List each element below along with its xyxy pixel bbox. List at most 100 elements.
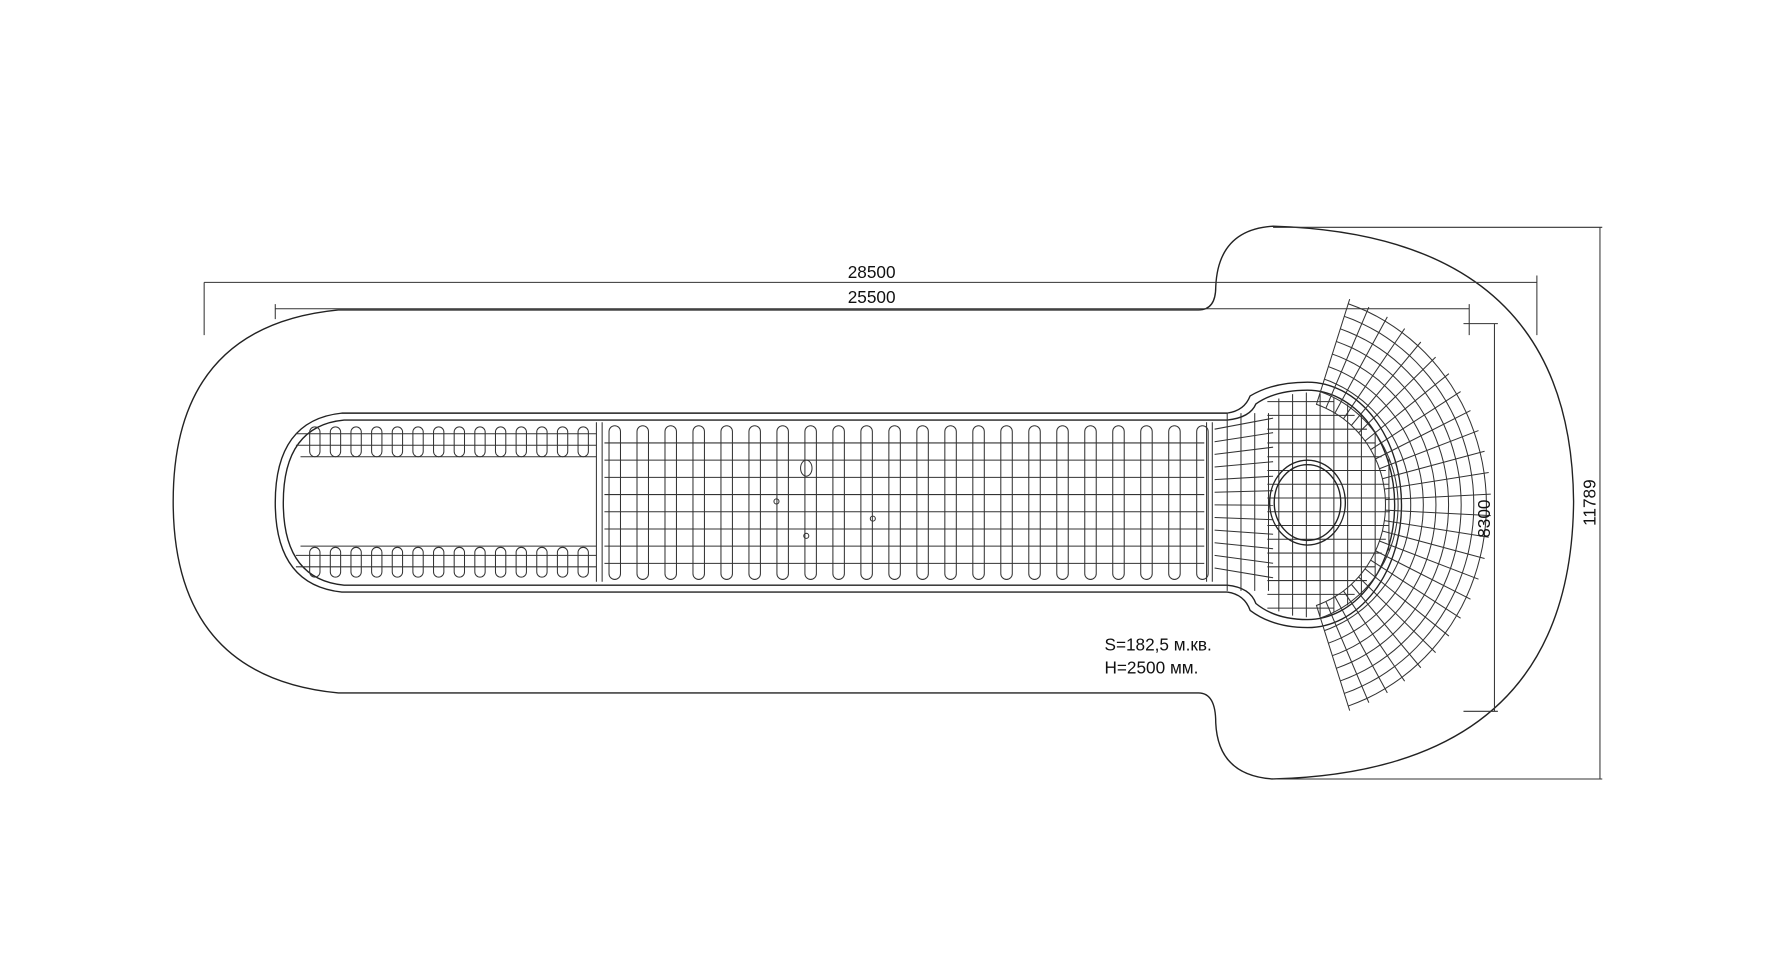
heating-loop — [1000, 425, 1013, 580]
radial-line — [1379, 430, 1479, 470]
radial-line — [1358, 356, 1436, 434]
grid-line — [1214, 417, 1274, 430]
heating-loop — [536, 426, 548, 458]
radial-line — [1375, 550, 1471, 600]
fitting-circle — [803, 532, 810, 539]
radial-arc — [1324, 378, 1412, 632]
heating-loop — [776, 425, 789, 580]
heating-loop — [433, 426, 445, 458]
dimension-label: 8300 — [1474, 500, 1494, 538]
dimension-pool-length: 25500 — [274, 287, 1470, 336]
heating-loop — [371, 546, 383, 578]
grid-line — [1214, 490, 1274, 493]
heating-loop — [309, 546, 321, 578]
heating-loop — [329, 546, 342, 578]
radial-line — [1350, 583, 1422, 669]
heating-loop — [515, 426, 527, 458]
heating-loop — [515, 546, 527, 578]
heating-loop — [888, 425, 901, 580]
heating-loop — [1140, 425, 1153, 580]
fitting-circle — [773, 498, 780, 505]
heating-loop — [916, 425, 929, 580]
heating-loop — [972, 425, 985, 580]
radial-line — [1315, 604, 1351, 711]
radial-line — [1350, 341, 1422, 426]
radial-line — [1382, 450, 1485, 480]
heating-loop — [1168, 425, 1181, 580]
heating-loop — [391, 546, 404, 578]
dimension-label: 28500 — [848, 262, 896, 282]
heating-loop — [577, 426, 589, 458]
heating-loop — [371, 426, 383, 458]
panel-divider — [595, 422, 1213, 582]
grid-line — [1214, 567, 1274, 579]
radial-arc — [1348, 303, 1487, 707]
heating-loop — [453, 546, 466, 578]
fitting-circle — [869, 515, 876, 522]
heating-loop — [692, 425, 705, 580]
heating-loop — [720, 425, 733, 580]
heating-loop — [636, 425, 649, 580]
heating-loop — [860, 425, 873, 580]
radial-line — [1384, 472, 1489, 490]
grid-line — [1214, 529, 1274, 535]
dimension-overall-width: 11789 — [1273, 226, 1603, 780]
central-ring — [1273, 464, 1342, 542]
radial-arc — [1316, 403, 1387, 606]
radial-arc — [1320, 391, 1399, 619]
radial-line — [1334, 316, 1388, 414]
heating-loop — [556, 426, 569, 458]
radial-line — [1315, 298, 1351, 405]
heating-loop — [474, 426, 486, 458]
grid-line — [1214, 475, 1274, 481]
radial-arc — [1332, 353, 1437, 657]
radial-line — [1358, 576, 1436, 653]
radial-arc — [1328, 366, 1424, 644]
heating-loop — [608, 425, 622, 580]
fitting-circle — [800, 459, 813, 477]
heating-loop — [556, 546, 569, 578]
heating-loop — [412, 426, 424, 458]
heating-loop — [1112, 425, 1125, 580]
heating-panels — [295, 422, 1213, 582]
heating-loop — [536, 546, 548, 578]
grid-line — [1214, 432, 1274, 443]
radial-arc — [1344, 315, 1475, 694]
grid-line — [1214, 446, 1274, 455]
radial-line — [1342, 328, 1406, 420]
radial-line — [1325, 306, 1370, 409]
panel-edge — [300, 456, 597, 547]
heating-loop — [1084, 425, 1097, 580]
heating-loop — [474, 546, 486, 578]
heating-loop — [494, 426, 507, 458]
heating-loop — [832, 425, 845, 580]
dimension-overall-length: 28500 — [203, 262, 1538, 336]
radial-arc — [1340, 328, 1462, 682]
radial-line — [1384, 520, 1489, 538]
radial-line — [1342, 590, 1406, 682]
radial-line — [1364, 568, 1450, 637]
heating-loop — [391, 426, 404, 458]
radial-line — [1364, 373, 1450, 442]
dimension-bowl-width: 8300 — [1463, 323, 1498, 712]
heating-loop — [350, 546, 362, 578]
radial-line — [1325, 601, 1370, 703]
radial-line — [1385, 509, 1491, 517]
radial-line — [1382, 530, 1485, 560]
heating-loop — [350, 426, 362, 458]
grid-line — [1214, 516, 1274, 521]
radial-line — [1385, 493, 1491, 501]
heating-loop — [1056, 425, 1069, 580]
area-note: S=182,5 м.кв. — [1104, 635, 1211, 655]
radial-line — [1370, 559, 1461, 619]
heating-loop — [944, 425, 957, 580]
radial-line — [1334, 596, 1388, 694]
central-ring-inner — [1268, 459, 1347, 546]
heating-loop — [329, 426, 342, 458]
radial-line — [1379, 540, 1479, 580]
heating-loop — [453, 426, 466, 458]
grid-line — [1214, 554, 1274, 564]
heating-loop — [1196, 425, 1209, 580]
